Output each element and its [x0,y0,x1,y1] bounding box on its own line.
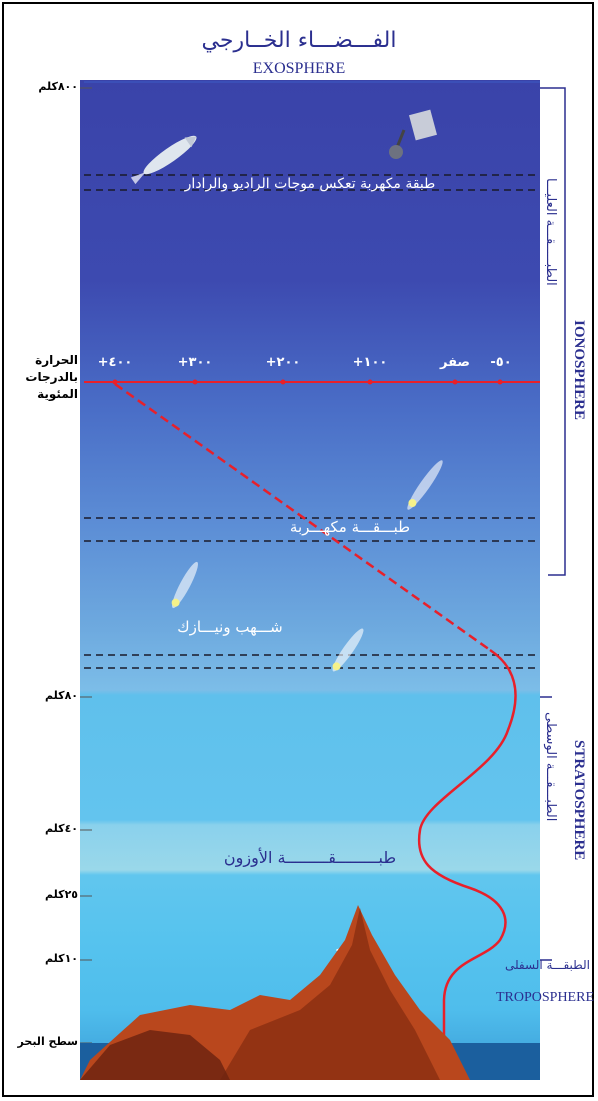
temp-tick-label-0: صفر [439,355,470,370]
temperature-curve-solid [417,648,517,1045]
mountain-icon [80,905,470,1080]
temperature-axis-ticks [112,379,503,385]
meteors-label: شـــهب ونيـــازك [177,618,283,636]
tick-200 [280,379,286,385]
layer-brackets [540,87,566,961]
meteor-icon-3 [332,628,364,672]
exosphere-title-en: EXOSPHERE [252,60,346,77]
lower-layer-label-ar: الطبقـــة السفلى [504,958,590,972]
meteor-icon-1 [407,460,443,510]
temp-tick-label-400: +٤٠٠ [97,355,133,370]
temp-tick-label-200: +٢٠٠ [265,355,301,370]
altitude-label-40: ٤٠كلم [45,822,78,835]
ozone-layer-label: طبـــــــــقـــــــــة الأوزون [223,848,397,867]
altitude-label-25: ٢٥كلم [45,888,78,901]
rocket-icon [130,135,197,185]
ionosphere-label: IONOSPHERE [571,320,587,421]
radio-layer-label: طبقة مكهربة تعكس موجات الراديو والرادار [184,176,436,192]
exosphere-title-ar: الفـــضـــاء الخــارجي [201,28,397,53]
altitude-label-80: ٨٠كلم [45,689,78,702]
tick-minus50 [497,379,503,385]
temp-tick-label-100: +١٠٠ [352,355,388,370]
temperature-curve-dashed [114,382,491,652]
altitude-label-sea-level: سطح البحر [17,1035,78,1048]
tick-400 [112,379,118,385]
stratosphere-label: STRATOSPHERE [571,740,587,861]
altitude-ticks [80,87,92,1044]
tick-0 [452,379,458,385]
tick-100 [367,379,373,385]
temperature-heading: الحرارة بالدرجات المئوية [25,353,78,401]
stratosphere-bracket [540,696,552,961]
altitude-label-800: ٨٠٠كلم [38,80,78,93]
middle-layer-label-ar: الطبـــقـــة الوسطى [543,712,558,822]
altitude-label-10: ١٠كلم [45,952,78,965]
dashed-layer-lines [84,174,540,669]
upper-layer-label-ar: الطبـــــقـــة العليـــا [543,178,558,286]
temp-tick-label-300: +٣٠٠ [177,355,213,370]
troposphere-label: TROPOSPHERE [495,990,594,1005]
satellite-icon [389,109,437,159]
atmosphere-panel [80,80,540,1080]
ionosphere-bracket [540,87,566,576]
temp-tick-label-minus50: -٥٠ [490,355,512,370]
meteor-icon-2 [171,561,198,609]
tick-300 [192,379,198,385]
electrified-layer-label: طبـــقـــة مكهـــربة [289,518,411,536]
